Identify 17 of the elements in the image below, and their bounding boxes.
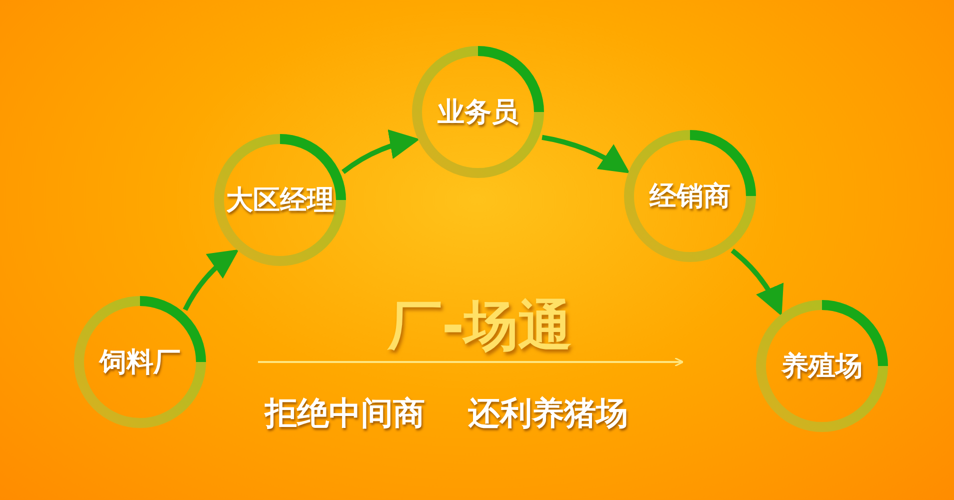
slogan-text: 拒绝中间商 — [265, 393, 425, 434]
arrow — [342, 130, 420, 174]
node-label: 经销商 — [650, 180, 730, 214]
ring-node — [412, 46, 544, 178]
node-label: 大区经理 — [226, 184, 334, 218]
ring-node — [756, 300, 888, 432]
node-label: 养殖场 — [782, 350, 862, 384]
ring-node — [214, 134, 346, 266]
ring-node — [624, 130, 756, 262]
node-label: 业务员 — [438, 96, 518, 130]
node-label: 饲料厂 — [100, 346, 180, 380]
ring-node — [74, 296, 206, 428]
arrow — [542, 134, 630, 174]
arrow — [730, 248, 783, 316]
title: 厂-场通 — [386, 293, 574, 359]
arrow — [182, 249, 239, 311]
slogan-text: 还利养猪场 — [468, 393, 628, 434]
